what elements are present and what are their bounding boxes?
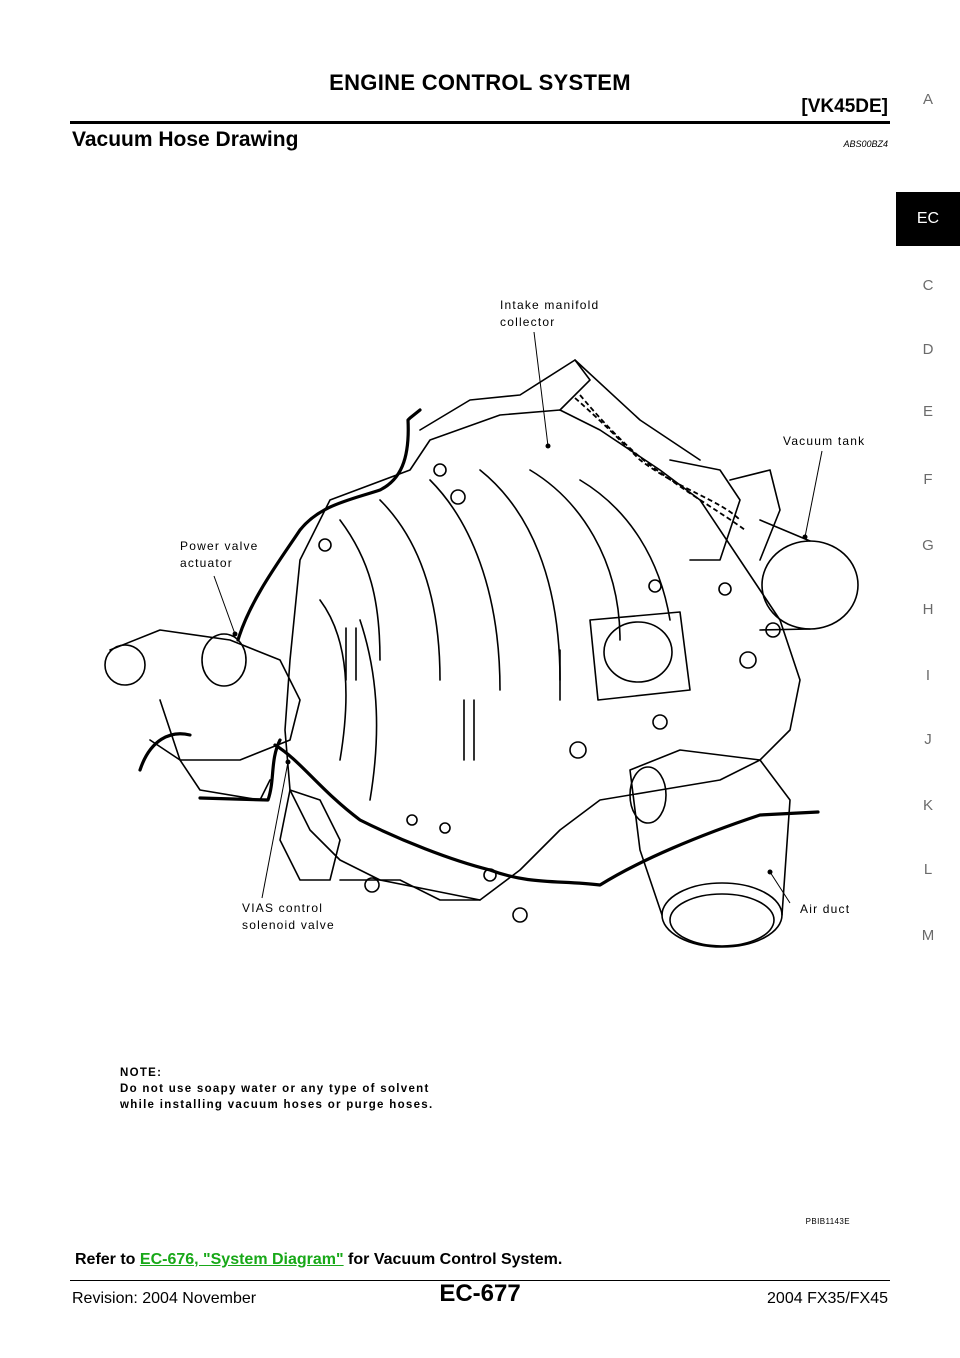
footer-rule: [70, 1280, 890, 1281]
section-code: ABS00BZ4: [843, 139, 888, 149]
note-line1: Do not use soapy water or any type of so…: [120, 1083, 430, 1095]
tab-j[interactable]: J: [924, 731, 932, 748]
note-line2: while installing vacuum hoses or purge h…: [120, 1099, 434, 1111]
footer-model: 2004 FX35/FX45: [767, 1290, 888, 1307]
callout-power-valve-actuator: Power valve actuator: [180, 538, 259, 572]
tab-f[interactable]: F: [923, 471, 933, 488]
system-diagram-link[interactable]: EC-676, "System Diagram": [139, 1251, 344, 1268]
tab-a[interactable]: A: [922, 91, 933, 108]
tab-l[interactable]: L: [923, 861, 933, 878]
footer-revision: Revision: 2004 November: [72, 1290, 257, 1307]
callout-air-duct: Air duct: [800, 902, 851, 916]
callout-power-line1: Power valve: [180, 539, 259, 553]
tab-m[interactable]: M: [921, 927, 935, 944]
figure-note: NOTE: Do not use soapy water or any type…: [120, 1065, 433, 1113]
tab-d[interactable]: D: [922, 341, 934, 358]
callout-vias-line1: VIAS control: [242, 901, 324, 915]
tab-h[interactable]: H: [922, 601, 934, 618]
footer-page-number: EC-677: [439, 1280, 521, 1307]
callout-intake-manifold-collector: Intake manifold collector: [500, 297, 599, 331]
refer-suffix: for Vacuum Control System.: [343, 1251, 563, 1268]
note-heading: NOTE:: [120, 1067, 163, 1079]
section-title: Vacuum Hose Drawing: [72, 128, 299, 151]
tab-i[interactable]: I: [925, 667, 931, 684]
engine-line-drawing: [104, 331, 859, 948]
callout-vias-control-solenoid-valve: VIAS control solenoid valve: [242, 900, 335, 934]
side-tab-index: A EC C D E F G H I J K L M: [896, 0, 960, 1358]
page-header-title: ENGINE CONTROL SYSTEM: [329, 70, 631, 95]
callout-vias-line2: solenoid valve: [242, 918, 335, 932]
tab-g[interactable]: G: [922, 537, 934, 554]
header-rule: [70, 121, 890, 124]
vacuum-hose-figure: Intake manifold collector Vacuum tank Po…: [72, 265, 890, 1245]
tab-ec[interactable]: EC: [896, 192, 960, 246]
tab-k[interactable]: K: [922, 797, 933, 814]
callout-intake-line1: Intake manifold: [500, 298, 600, 312]
callout-intake-line2: collector: [500, 315, 556, 329]
refer-text: Refer to EC-676, "System Diagram" for Va…: [75, 1251, 562, 1269]
refer-prefix: Refer to: [75, 1251, 140, 1268]
tab-c[interactable]: C: [922, 277, 934, 294]
callout-vacuum-tank: Vacuum tank: [783, 434, 866, 448]
tab-e[interactable]: E: [922, 403, 933, 420]
figure-id: PBIB1143E: [805, 1217, 850, 1226]
callout-power-line2: actuator: [180, 556, 233, 570]
page-header-subtitle: [VK45DE]: [801, 96, 888, 117]
